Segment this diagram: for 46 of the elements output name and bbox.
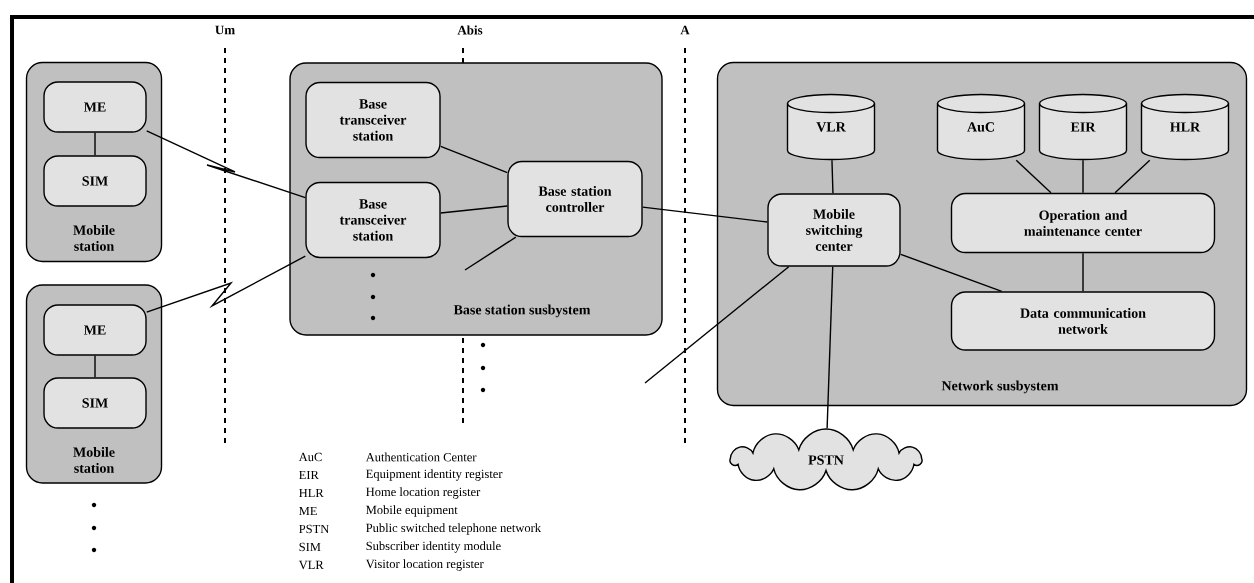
interface-label: Um <box>215 25 235 35</box>
abbreviation-meaning: Mobile equipment <box>366 505 458 517</box>
abbreviation-meaning: Authentication Center <box>365 452 477 462</box>
connector-line <box>464 236 517 271</box>
abbreviation-meaning: Equipment identity register <box>366 469 503 481</box>
rounded-box: SIM <box>43 377 147 429</box>
connector-line <box>94 132 96 156</box>
rounded-box: Mobile switching center <box>767 193 901 267</box>
connector-line <box>94 355 96 378</box>
rounded-box: Operation and maintenance center <box>950 192 1216 254</box>
connector-line <box>1114 159 1151 194</box>
connector-line <box>826 266 834 429</box>
abbreviation: EIR <box>299 470 319 480</box>
database-cylinder: VLR <box>786 93 876 161</box>
connector-line <box>831 159 834 194</box>
interface-label: A <box>680 25 690 35</box>
connector-line <box>440 205 508 214</box>
rounded-box: Base station controller <box>507 160 643 238</box>
abbreviation: VLR <box>298 560 324 570</box>
network-cloud: PSTN <box>729 428 923 491</box>
abbreviation-meaning: Home location register <box>366 487 481 499</box>
connector-line <box>1015 159 1052 194</box>
rounded-box: Data communication network <box>950 291 1216 351</box>
connector-line <box>1082 159 1084 194</box>
abbreviation: SIM <box>299 542 321 552</box>
connector-line <box>642 206 768 223</box>
abbreviation: AuC <box>298 452 322 462</box>
rounded-box: Base transceiver station <box>305 81 441 159</box>
rounded-box: SIM <box>43 155 147 207</box>
connector-line <box>1082 252 1084 292</box>
interface-label: Abis <box>457 25 483 35</box>
abbreviation: ME <box>299 506 317 516</box>
connector-line <box>440 145 508 174</box>
abbreviation: PSTN <box>299 524 329 534</box>
abbreviation-meaning: Public switched telephone network <box>366 523 542 535</box>
abbreviation: HLR <box>299 488 324 498</box>
abbreviation-meaning: Subscriber identity module <box>366 541 501 553</box>
database-cylinder: EIR <box>1038 93 1128 161</box>
rounded-box: ME <box>43 81 147 133</box>
database-cylinder: AuC <box>936 93 1026 161</box>
rounded-box: Base transceiver station <box>305 181 441 259</box>
connector-line <box>900 253 1003 292</box>
database-cylinder: HLR <box>1140 93 1230 161</box>
abbreviation-meaning: Visitor location register <box>365 559 484 571</box>
rounded-box: ME <box>43 304 147 356</box>
connector-line <box>644 266 790 384</box>
